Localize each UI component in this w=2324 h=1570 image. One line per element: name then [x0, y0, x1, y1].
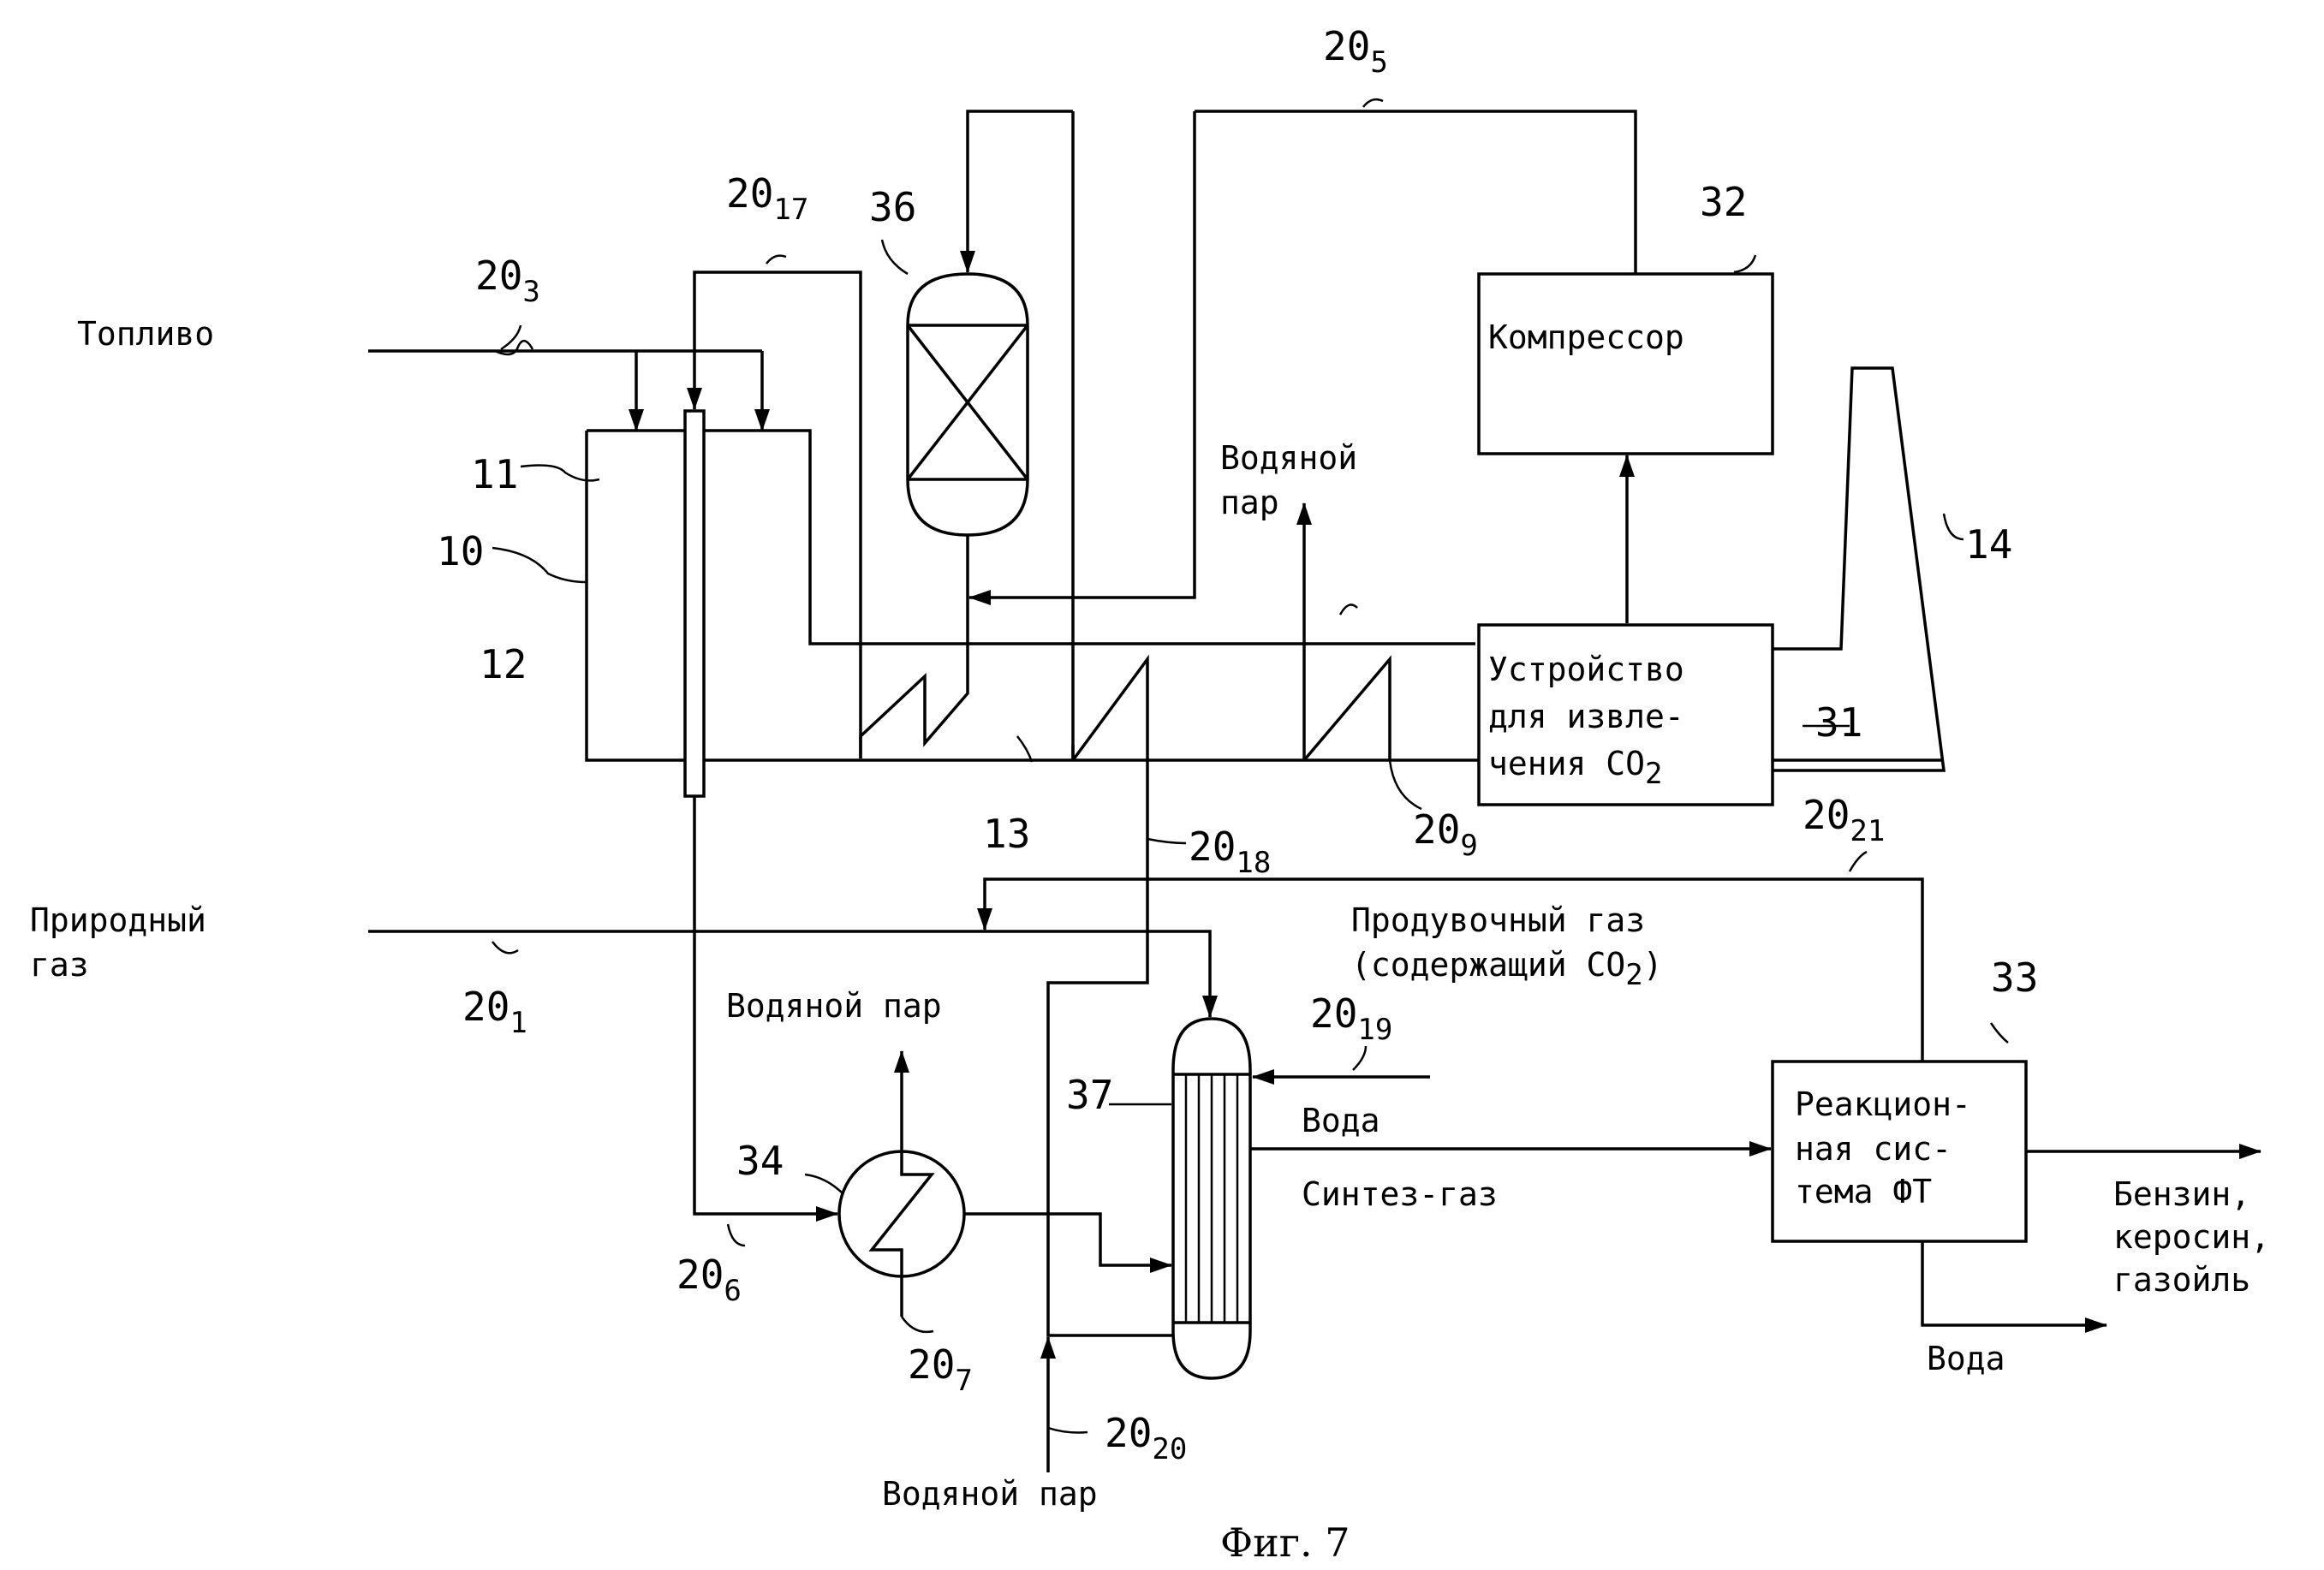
line-label-20-3: 203: [475, 253, 540, 309]
line-label-20-1: 201: [462, 984, 527, 1040]
steam-mid-label: Водяной пар: [726, 987, 942, 1025]
natural-gas-label-2: газ: [30, 946, 89, 984]
leader-lines: [492, 98, 2009, 1434]
purge-gas-label-1: Продувочный газ: [1351, 901, 1645, 939]
ref-10: 10: [437, 528, 484, 574]
ref-31: 31: [1815, 699, 1862, 746]
natural-gas-line: [368, 930, 1218, 1018]
fuel-label: Топливо: [77, 315, 214, 353]
ft-label-3: тема ФТ: [1795, 1173, 1932, 1210]
compressor-label: Компрессор: [1488, 318, 1684, 356]
co2-recovery-device-31: Устройство для извле- чения CO2: [1477, 623, 1774, 806]
ref-13: 13: [983, 811, 1030, 857]
ref-36: 36: [869, 184, 916, 230]
line-20-9-leader: [1388, 759, 1422, 811]
ref-33: 33: [1991, 954, 2038, 1001]
co2-device-label-3: чения CO2: [1488, 745, 1663, 791]
steam-top-label-1: Водяной: [1220, 439, 1357, 477]
line-20-6: [693, 796, 838, 1222]
convection-exchangers: [859, 111, 1391, 762]
line-label-20-20: 2020: [1105, 1410, 1187, 1466]
reaction-tube-11: [683, 409, 706, 798]
co2-device-label-1: Устройство: [1488, 651, 1684, 688]
natural-gas-label-1: Природный: [30, 901, 206, 939]
line-label-20-7: 207: [908, 1341, 973, 1398]
ft-label-1: Реакцион-: [1795, 1085, 1971, 1123]
line-20-17: [687, 271, 862, 758]
figure-caption: Фиг. 7: [1220, 1519, 1350, 1566]
steam-bottom-label: Водяной пар: [882, 1475, 1098, 1513]
water-label-2: Вода: [1927, 1340, 2005, 1377]
ref-11: 11: [471, 451, 518, 497]
line-label-20-6: 206: [676, 1252, 742, 1308]
ref-12: 12: [480, 641, 527, 687]
ref-14: 14: [1965, 521, 2012, 568]
steam-top-label-2: пар: [1220, 484, 1279, 521]
line-label-20-18: 2018: [1189, 824, 1271, 880]
products-label-2: керосин,: [2113, 1218, 2270, 1256]
ref-32: 32: [1700, 179, 1747, 225]
ft-reaction-system-33: Реакцион- ная сис- тема ФТ: [1771, 1060, 2261, 1333]
reactor-36: [906, 110, 1637, 605]
purge-gas-label-2: (содержащий CO2): [1351, 946, 1663, 992]
compressor-32: Компрессор: [1477, 272, 1774, 623]
line-label-20-5: 205: [1323, 23, 1388, 80]
line-20-21: [977, 877, 1924, 1062]
syngas-label: Синтез-газ: [1302, 1175, 1498, 1213]
products-label-1: Бензин,: [2113, 1175, 2250, 1213]
stack-14: [1773, 366, 1946, 772]
water-label-1: Вода: [1302, 1102, 1380, 1139]
ft-label-2: ная сис-: [1795, 1130, 1952, 1168]
line-label-20-9: 209: [1413, 806, 1478, 863]
fuel-line: [368, 349, 770, 431]
co2-device-label-2: для извле-: [1488, 698, 1684, 735]
products-label-3: газойль: [2113, 1261, 2250, 1299]
heat-exchanger-34: [837, 1050, 1172, 1317]
reactor-37: [1171, 1017, 1772, 1380]
line-20-18: [1046, 760, 1173, 1337]
line-label-20-19: 2019: [1310, 990, 1392, 1047]
ref-37: 37: [1066, 1072, 1113, 1118]
ref-34: 34: [736, 1138, 784, 1184]
line-label-20-21: 2021: [1803, 792, 1885, 848]
line-label-20-17: 2017: [726, 170, 808, 227]
